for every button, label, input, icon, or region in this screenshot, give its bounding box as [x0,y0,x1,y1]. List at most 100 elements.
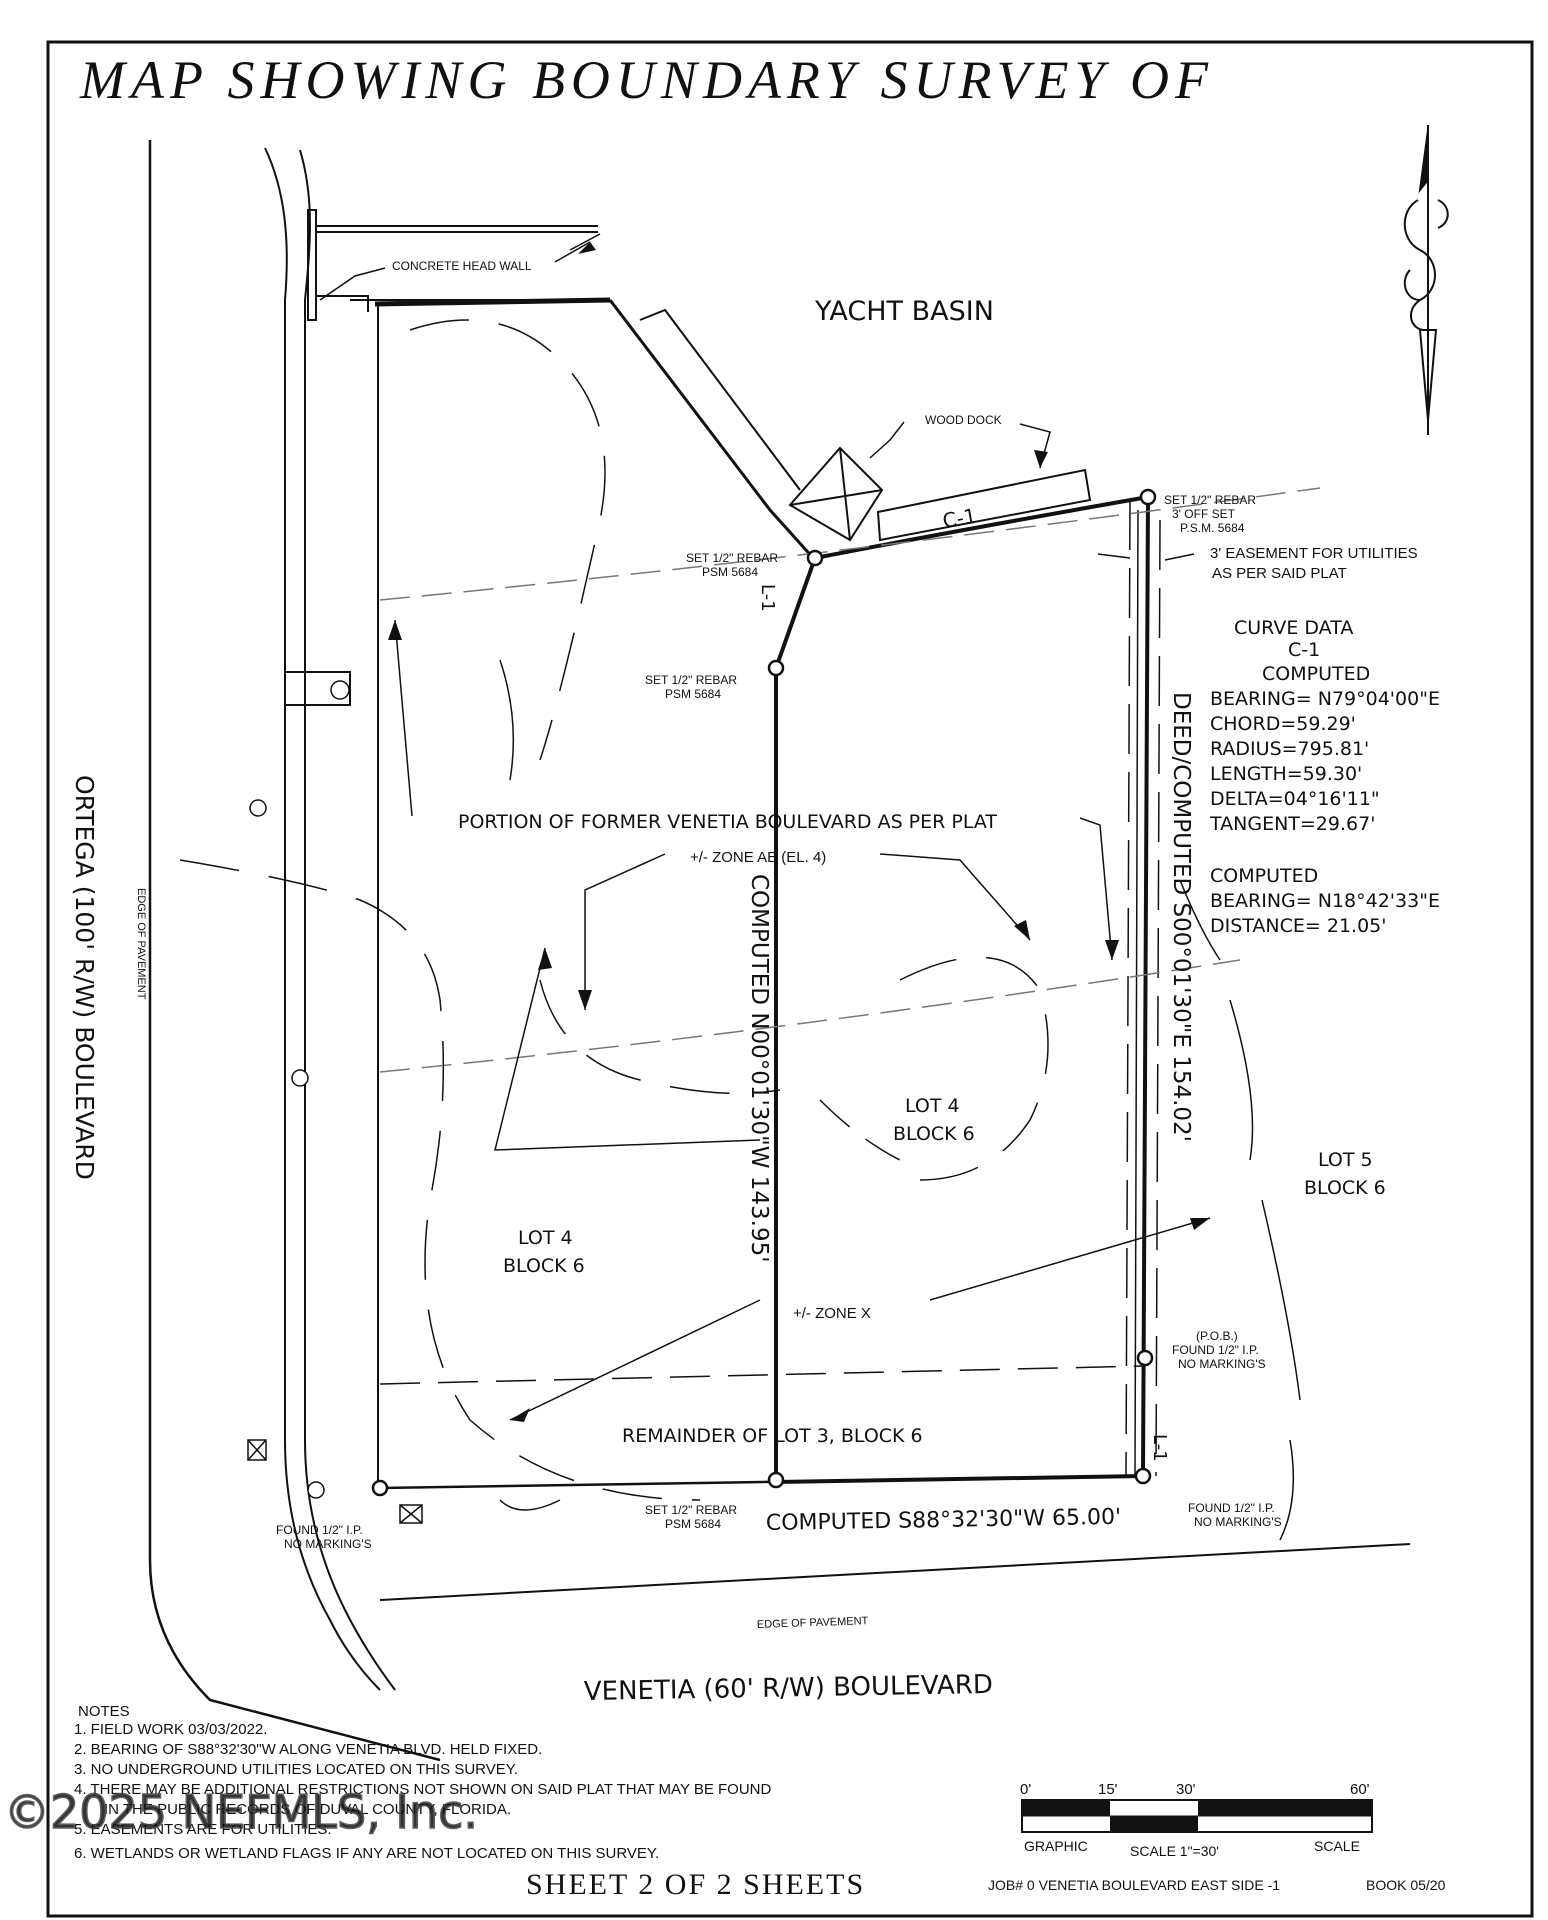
wood-dock [788,446,1092,542]
leader-lines [319,233,1211,1421]
edge-of-pavement-venetia [379,1543,1411,1601]
lot5-label1: LOT 5 [1318,1149,1373,1171]
curb-line-outer [264,147,381,1691]
rebar-c-line2: PSM 5684 [665,1517,721,1531]
book-number: BOOK 05/20 [1366,1877,1446,1893]
tree-markers [249,680,350,1499]
curve-data-line: TANGENT=29.67' [1209,813,1375,835]
notes-heading: NOTES [78,1703,130,1720]
rebar-b-line2: PSM 5684 [665,687,721,701]
former-venetia-label: PORTION OF FORMER VENETIA BOULEVARD AS P… [458,811,997,833]
map-border [46,40,1534,1918]
l1-lower-label: L-1 [1149,1434,1170,1462]
head-wall-thick-line [374,297,611,307]
notes-block: NOTES 1. FIELD WORK 03/03/2022. 2. BEARI… [74,1703,772,1862]
north-arrow-icon [1403,125,1449,435]
note-item: 4. THERE MAY BE ADDITIONAL RESTRICTIONS … [74,1781,772,1798]
lot4-center-label1: LOT 4 [905,1095,960,1117]
found-right-label2: NO MARKING'S [1194,1515,1282,1529]
found-left-label1: FOUND 1/2" I.P. [276,1523,363,1537]
pob-label3: NO MARKING'S [1178,1357,1266,1371]
easement-label-line1: 3' EASEMENT FOR UTILITIES [1210,545,1418,562]
curve-data-line: CHORD=59.29' [1210,713,1356,735]
note-item: 3. NO UNDERGROUND UTILITIES LOCATED ON T… [74,1761,518,1778]
curve-data-line: DELTA=04°16'11" [1210,788,1380,810]
flood-zone-curve-2 [179,859,701,1501]
easement-line-2 [1155,519,1161,1477]
concrete-head-wall-label: CONCRETE HEAD WALL [392,259,532,273]
flood-zone-curve-5 [819,1099,901,1161]
bulkhead-line [608,299,817,562]
rebar-c-line1: SET 1/2" REBAR [645,1503,737,1517]
line-data-line: DISTANCE= 21.05' [1210,915,1386,937]
curve-data-table: CURVE DATA C-1 COMPUTED BEARING= N79°04'… [1209,617,1440,835]
edge-of-pavement-vertical-label: EDGE OF PAVEMENT [135,888,147,1000]
ortega-boulevard-label: ORTEGA (100' R/W) BOULEVARD [70,775,99,1180]
zone-boundary-upper [379,487,1321,601]
flood-zone-curve-7 [499,659,561,1511]
note-item: 5. EASEMENTS ARE FOR UTILITIES. [74,1821,332,1838]
monument-markers [371,488,1157,1497]
venetia-boulevard-label: VENETIA (60' R/W) BOULEVARD [584,1670,994,1707]
easement-label-line2: AS PER SAID PLAT [1212,565,1347,582]
flood-zone-curve-3 [539,979,781,1095]
flood-zone-curve-4 [899,956,1049,1181]
line-data-table: COMPUTED BEARING= N18°42'33"E DISTANCE= … [1210,865,1440,937]
scale-tick-label: 30' [1176,1781,1196,1798]
rebar-a-line2: PSM 5684 [702,565,758,579]
scale-tick-label: 0' [1020,1781,1031,1798]
note-item: 6. WETLANDS OR WETLAND FLAGS IF ANY ARE … [74,1845,659,1862]
curve-data-line: COMPUTED [1262,663,1370,685]
east-boundary-bearing: DEED/COMPUTED S00°01'30"E 154.02' [1168,692,1194,1142]
scale-graphic-label: GRAPHIC [1024,1838,1088,1854]
pob-label2: FOUND 1/2" I.P. [1172,1343,1259,1357]
east-boundary-offset [1134,509,1139,1477]
pob-label1: (P.O.B.) [1196,1329,1238,1343]
map-title: MAP SHOWING BOUNDARY SURVEY OF [79,50,1214,110]
boundary-line-l1 [774,557,817,669]
zone-x-label: +/- ZONE X [793,1305,871,1322]
curve-data-line: LENGTH=59.30' [1210,763,1362,785]
scale-tick-label: 60' [1350,1781,1370,1798]
rebar-b-line1: SET 1/2" REBAR [645,673,737,687]
scale-tick-label: 15' [1098,1781,1118,1798]
note-item: 1. FIELD WORK 03/03/2022. [74,1721,267,1738]
sheet-number: SHEET 2 OF 2 SHEETS [526,1868,865,1901]
curve-data-line: CURVE DATA [1234,617,1353,639]
rebar-a-line1: SET 1/2" REBAR [686,551,778,565]
found-right-label1: FOUND 1/2" I.P. [1188,1501,1275,1515]
flood-zone-curve-1 [409,319,606,761]
c1-label: C-1 [941,503,979,533]
zone-ae-label: +/- ZONE AE (EL. 4) [690,849,826,866]
found-left-label2: NO MARKING'S [284,1537,372,1551]
utility-box-icon [247,1439,423,1524]
edge-of-pavement-horizontal-label: EDGE OF PAVEMENT [757,1615,869,1631]
remainder-lot-line [379,1365,1143,1385]
lot4-left-label1: LOT 4 [518,1227,573,1249]
south-boundary-bearing: COMPUTED S88°32'30"W 65.00' [766,1505,1122,1536]
south-boundary-line [775,1474,1144,1484]
copyright-watermark: ©2025 NEFMLS, Inc. [4,1785,478,1839]
line-data-line: COMPUTED [1210,865,1318,887]
lot5-label2: BLOCK 6 [1304,1177,1386,1199]
curve-data-line: C-1 [1288,639,1320,661]
zone-boundary-middle [379,959,1241,1073]
line-data-line: BEARING= N18°42'33"E [1210,890,1440,912]
remainder-lot3-label: REMAINDER OF LOT 3, BLOCK 6 [622,1425,923,1447]
scale-word-label: SCALE [1314,1838,1360,1854]
lot4-left-label2: BLOCK 6 [503,1255,585,1277]
easement-line-1 [1125,499,1131,1477]
curve-data-line: BEARING= N79°04'00"E [1210,688,1440,710]
job-number: JOB# 0 VENETIA BOULEVARD EAST SIDE -1 [988,1877,1280,1893]
rebar-top-right-line3: P.S.M. 5684 [1180,521,1245,535]
rebar-top-right-line2: 3' OFF SET [1172,507,1236,521]
curve-data-line: RADIUS=795.81' [1210,738,1369,760]
wood-dock-label: WOOD DOCK [925,413,1002,427]
arrow-heads [388,242,1210,1422]
note-item: 2. BEARING OF S88°32'30"W ALONG VENETIA … [74,1741,542,1758]
yacht-basin-label: YACHT BASIN [814,296,994,327]
lot4-center-label2: BLOCK 6 [893,1123,975,1145]
seawall-outline [639,308,801,491]
l1-upper-label: L-1 [757,584,778,612]
